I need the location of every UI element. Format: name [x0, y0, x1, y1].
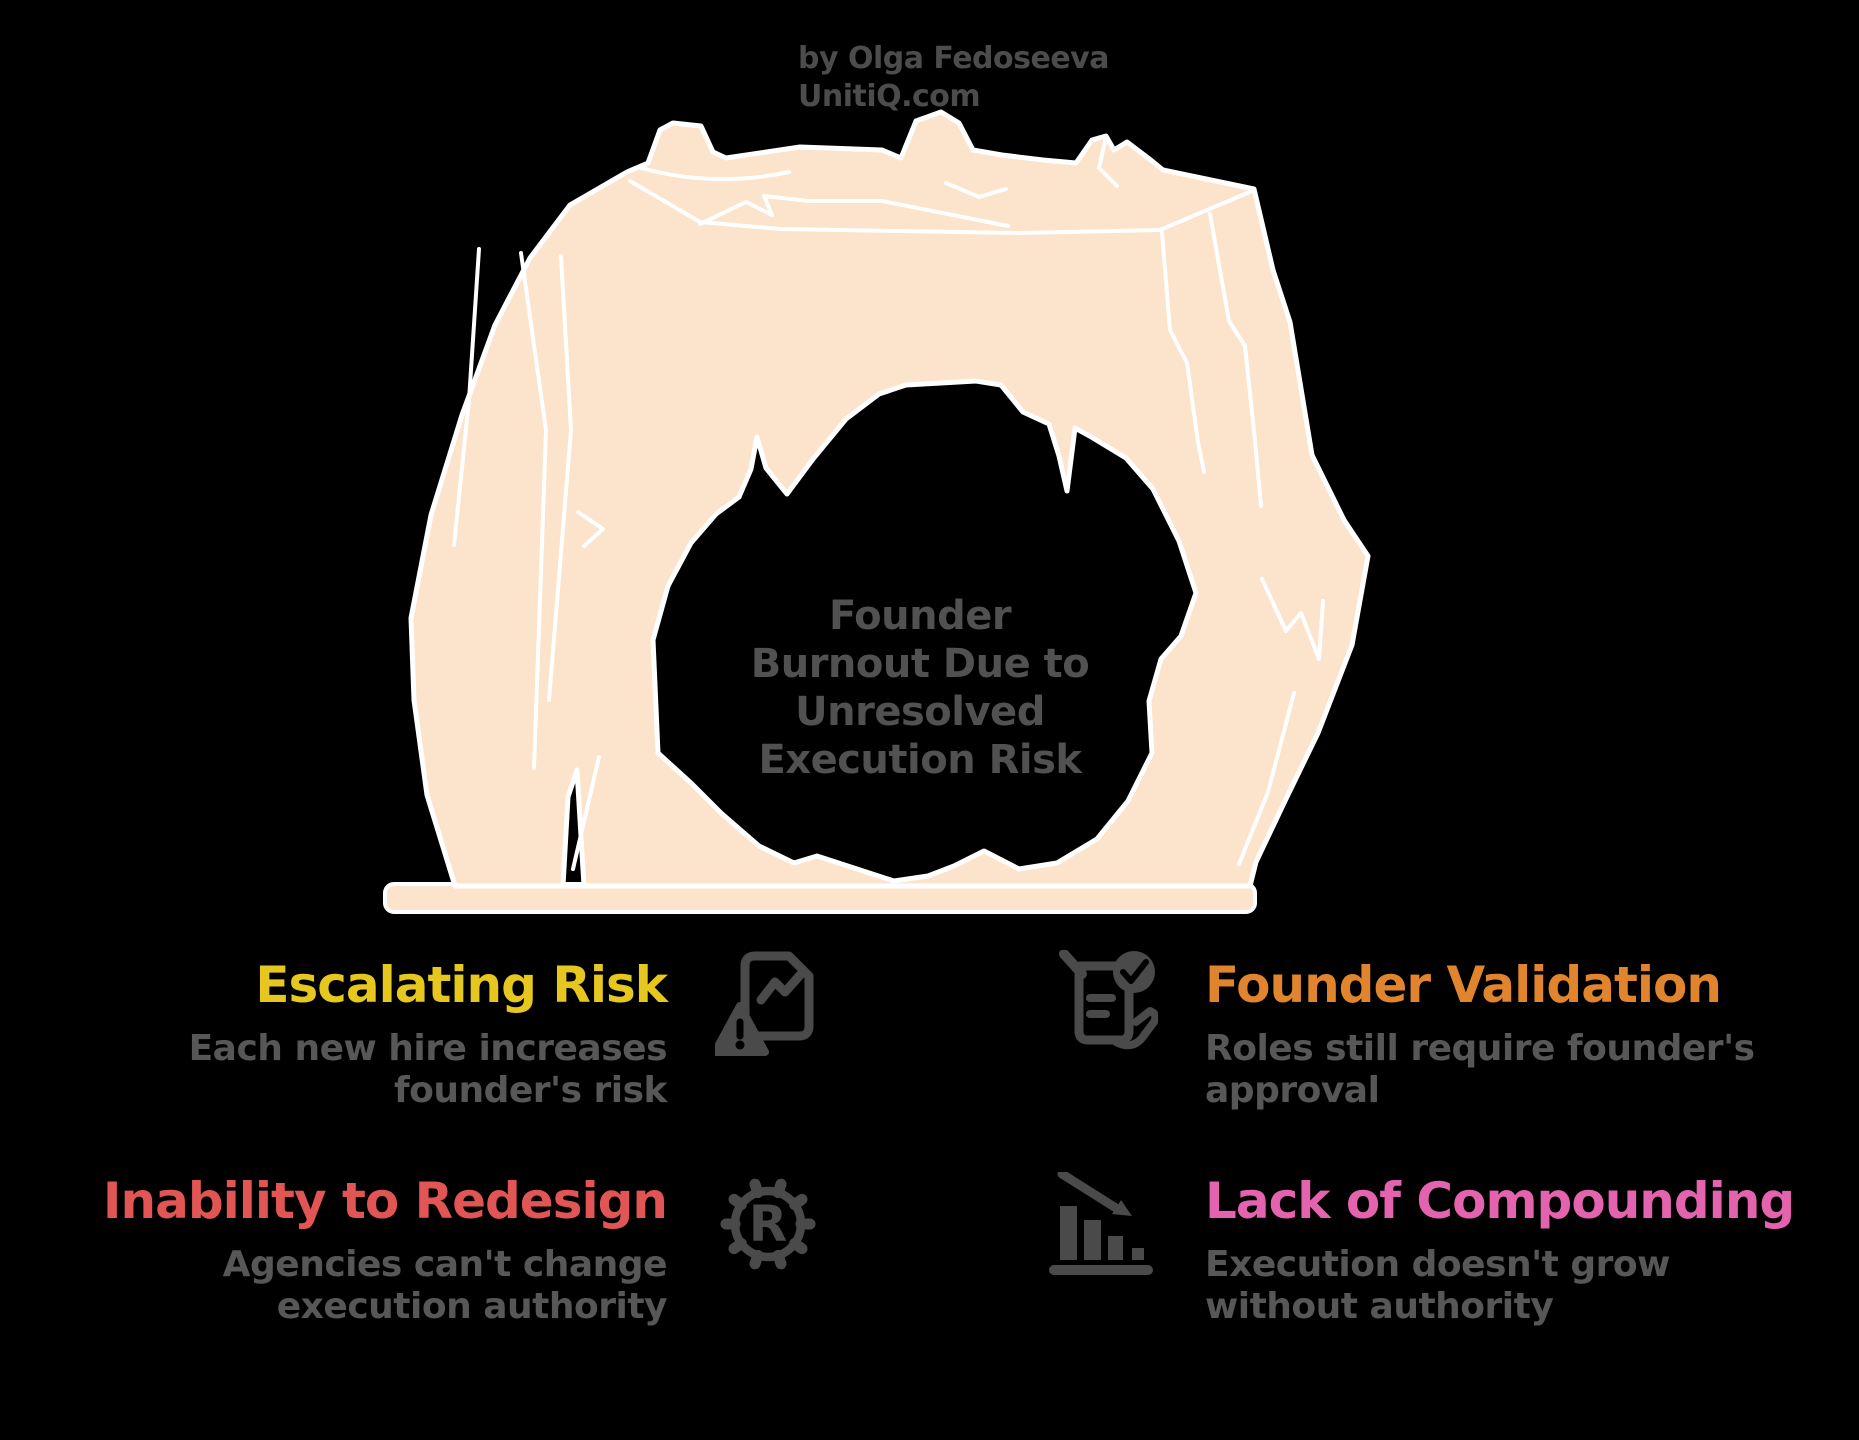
- mountain-body: [408, 109, 1371, 889]
- section-description: Agencies can't change execution authorit…: [222, 1244, 668, 1327]
- section-inability-to-redesign: Inability to Redesign Agencies can't cha…: [40, 1172, 668, 1328]
- section-description: Roles still require founder's approval: [1205, 1028, 1755, 1111]
- rock-cracks: [452, 135, 1325, 871]
- section-title: Lack of Compounding: [1205, 1172, 1795, 1230]
- attribution-site: UnitiQ.com: [798, 79, 981, 114]
- approval-document-icon: [1059, 950, 1158, 1050]
- section-title: Inability to Redesign: [102, 1172, 668, 1230]
- title-line-2: Burnout Due to: [750, 641, 1090, 687]
- gear-r-icon: R: [720, 1178, 816, 1270]
- section-title: Founder Validation: [1205, 956, 1722, 1014]
- section-description: Each new hire increases founder's risk: [188, 1028, 668, 1111]
- section-description: Execution doesn't grow without authority: [1205, 1244, 1670, 1327]
- attribution-author: by Olga Fedoseeva: [798, 41, 1109, 76]
- title-line-3: Unresolved: [795, 689, 1045, 735]
- section-title: Escalating Risk: [255, 956, 668, 1014]
- title-line-4: Execution Risk: [758, 737, 1082, 783]
- section-escalating-risk: Escalating Risk Each new hire increases …: [40, 956, 668, 1112]
- section-lack-of-compounding: Lack of Compounding Execution doesn't gr…: [1205, 1174, 1835, 1328]
- page-title: Founder Burnout Due to Unresolved Execut…: [640, 592, 1200, 784]
- chart-warning-icon: [715, 951, 814, 1056]
- declining-chart-icon: [1049, 1172, 1153, 1275]
- title-line-1: Founder: [828, 593, 1012, 639]
- svg-text:R: R: [749, 1195, 788, 1253]
- attribution: by Olga Fedoseeva UnitiQ.com: [798, 40, 1109, 116]
- section-founder-validation: Founder Validation Roles still require f…: [1205, 958, 1835, 1112]
